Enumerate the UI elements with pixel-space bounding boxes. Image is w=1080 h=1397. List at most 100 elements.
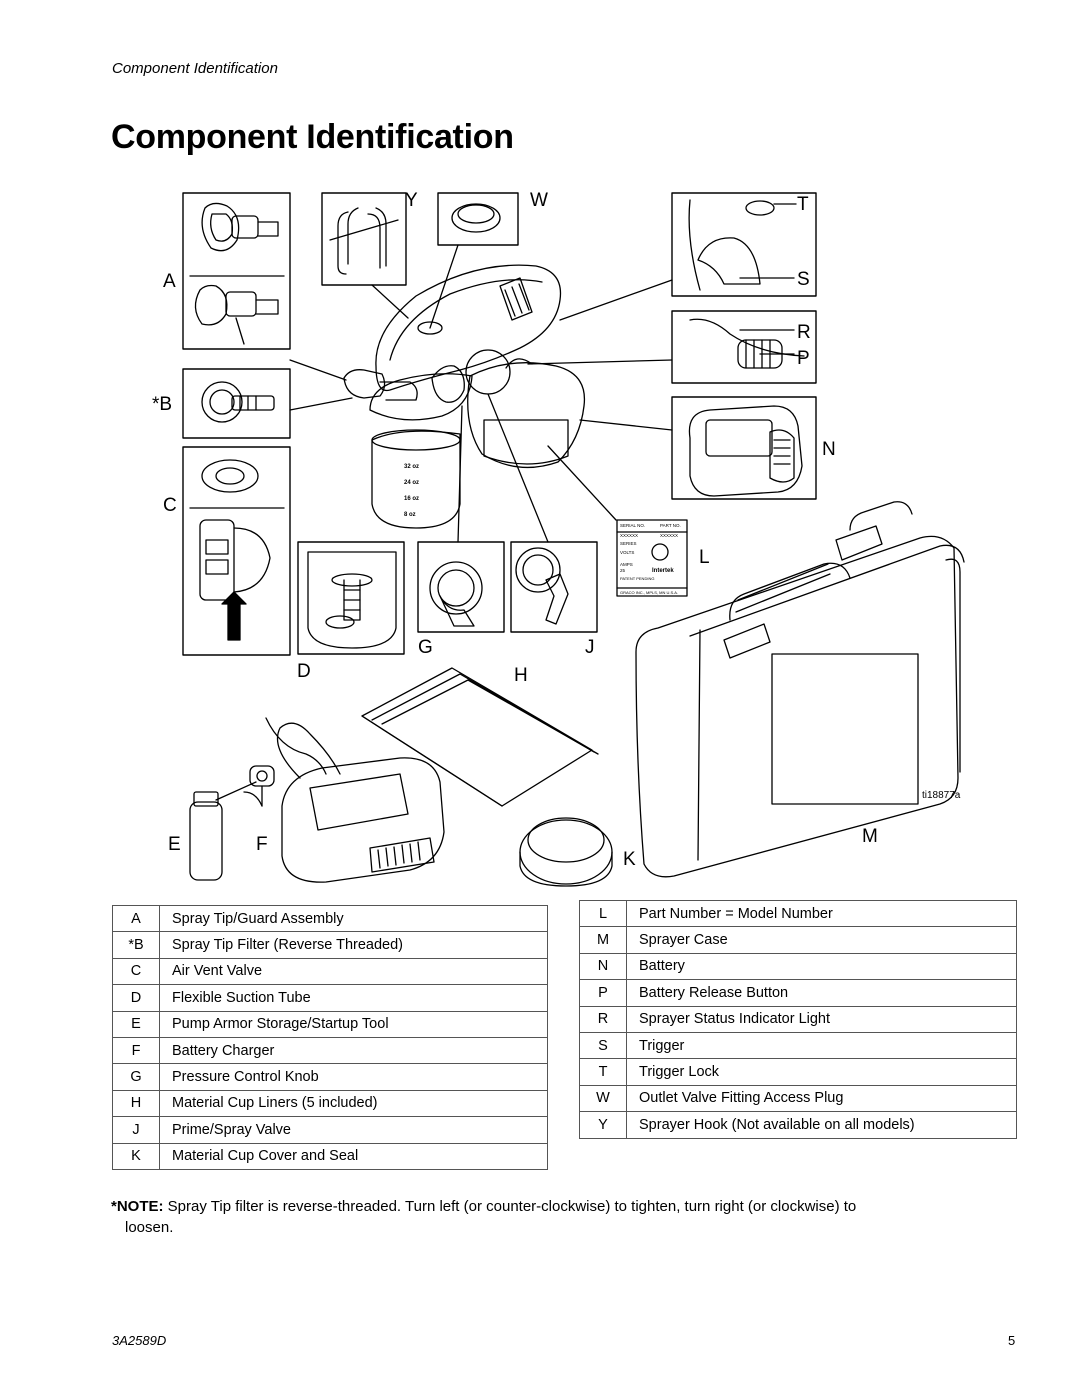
- component-description: Pressure Control Knob: [159, 1063, 548, 1091]
- pressure-knob-illustration: [417, 541, 505, 633]
- component-description: Spray Tip/Guard Assembly: [159, 904, 548, 933]
- sprayer-body-illustration: [343, 264, 586, 529]
- component-key: W: [579, 1084, 627, 1113]
- component-figure: 32 oz 24 oz 16 oz 8 oz: [152, 190, 965, 887]
- component-description: Battery: [626, 952, 1017, 981]
- component-key: E: [112, 1010, 160, 1038]
- component-key: A: [112, 904, 160, 933]
- component-key: L: [579, 899, 627, 928]
- pump-armor-tool-illustration: [189, 765, 275, 881]
- callout-y: Y: [405, 190, 418, 211]
- callout-p: P: [797, 348, 810, 369]
- component-description: Sprayer Hook (Not available on all model…: [626, 1111, 1017, 1139]
- label-xx1: XXXXXX: [620, 533, 638, 538]
- callout-letters: A *B C D E F G H J K L M N P R S T W Y t…: [152, 190, 961, 870]
- note-text-line2: loosen.: [125, 1219, 174, 1236]
- document-code: 3A2589D: [112, 1333, 167, 1348]
- label-xx2: XXXXXX: [660, 533, 678, 538]
- callout-w: W: [530, 190, 548, 211]
- page-title: Component Identification: [111, 118, 514, 156]
- component-description: Material Cup Liners (5 included): [159, 1089, 548, 1118]
- component-key: H: [112, 1089, 160, 1118]
- component-key: C: [112, 957, 160, 986]
- callout-r: R: [797, 322, 811, 343]
- component-key: J: [112, 1116, 160, 1144]
- component-key: R: [579, 1005, 627, 1033]
- callout-b: *B: [152, 394, 172, 415]
- note-text-line1: Spray Tip filter is reverse-threaded. Tu…: [167, 1198, 857, 1215]
- cup-cover-illustration: [519, 817, 613, 887]
- part-number-label-illustration: [616, 519, 688, 597]
- component-description: Spray Tip Filter (Reverse Threaded): [159, 931, 548, 959]
- component-description: Trigger Lock: [626, 1058, 1017, 1086]
- callout-g: G: [418, 637, 433, 658]
- callout-a: A: [163, 271, 176, 292]
- callout-m: M: [862, 826, 878, 847]
- component-key: N: [579, 952, 627, 981]
- component-key: P: [579, 979, 627, 1007]
- component-description: Battery Charger: [159, 1036, 548, 1065]
- sprayer-case-illustration: [635, 501, 965, 878]
- page-number: 5: [1008, 1333, 1016, 1348]
- air-vent-valve-illustration: [182, 446, 291, 656]
- component-key: K: [112, 1142, 160, 1170]
- suction-tube-illustration: [297, 541, 405, 655]
- callout-t: T: [797, 194, 809, 215]
- battery-illustration: [671, 396, 817, 500]
- prime-valve-illustration: [510, 541, 598, 633]
- component-key: G: [112, 1063, 160, 1091]
- component-description: Sprayer Case: [626, 926, 1017, 954]
- status-light-illustration: [671, 310, 817, 384]
- cup-mark-16: 16 oz: [404, 496, 419, 502]
- cup-mark-8: 8 oz: [404, 512, 416, 518]
- callout-k: K: [623, 849, 636, 870]
- spray-tip-guard-illustration: [182, 192, 291, 350]
- label-part: PART NO.: [660, 523, 681, 528]
- reverse-thread-note: *NOTE: Spray Tip filter is reverse-threa…: [111, 1196, 1011, 1238]
- battery-charger-illustration: [265, 717, 445, 883]
- running-header: Component Identification: [112, 60, 278, 77]
- label-maker: GRACO INC., MPLS, MN U.S.A.: [620, 590, 678, 595]
- callout-n: N: [822, 439, 836, 460]
- component-description: Trigger: [626, 1031, 1017, 1060]
- cup-liners-illustration: [361, 667, 599, 807]
- component-description: Sprayer Status Indicator Light: [626, 1005, 1017, 1033]
- sprayer-hook-illustration: [321, 192, 409, 319]
- figure-id: ti18877a: [922, 790, 961, 801]
- component-key: *B: [112, 931, 160, 959]
- callout-l: L: [699, 547, 710, 568]
- callout-c: C: [163, 495, 177, 516]
- label-volts: VOLTS: [620, 550, 634, 555]
- cup-marks-group: 32 oz 24 oz 16 oz 8 oz: [404, 464, 419, 518]
- component-key: T: [579, 1058, 627, 1086]
- callout-e: E: [168, 834, 181, 855]
- outlet-plug-illustration: [429, 192, 519, 329]
- label-intertek: Intertek: [652, 568, 674, 574]
- component-description: Material Cup Cover and Seal: [159, 1142, 548, 1170]
- component-description: Outlet Valve Fitting Access Plug: [626, 1084, 1017, 1113]
- note-label: *NOTE:: [111, 1198, 164, 1215]
- cup-mark-24: 24 oz: [404, 480, 419, 486]
- callout-h: H: [514, 665, 528, 686]
- trigger-lock-illustration: [671, 192, 817, 297]
- cup-mark-32: 32 oz: [404, 464, 419, 470]
